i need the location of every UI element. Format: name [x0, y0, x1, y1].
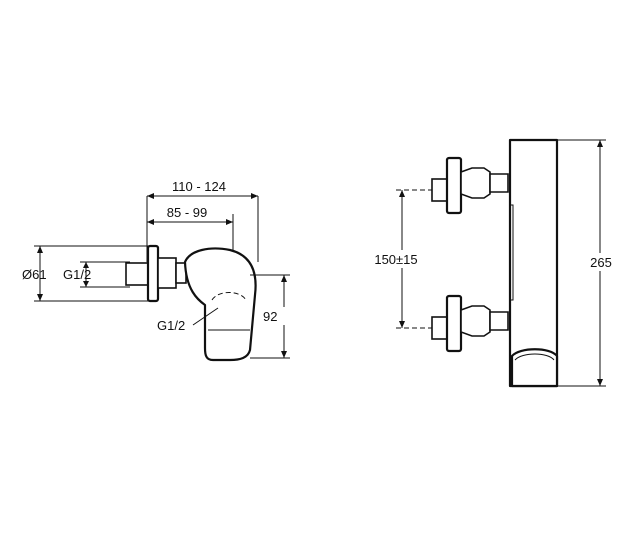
label-thread-outlet: G1/2 [157, 307, 219, 333]
dimension-110-124: 110 - 124 [146, 179, 259, 262]
dimension-label-thread-outlet: G1/2 [157, 318, 185, 333]
dimension-center-distance: 150±15 [368, 189, 432, 329]
dimension-label-110-124: 110 - 124 [172, 179, 226, 194]
thermostat-body [508, 138, 559, 388]
lower-inlet [431, 294, 509, 353]
dimension-label-85-99: 85 - 99 [167, 205, 207, 220]
dimension-label-diameter: Ø61 [22, 267, 47, 282]
dimension-label-center-distance: 150±15 [374, 252, 417, 267]
dimension-label-92: 92 [263, 309, 277, 324]
dimension-85-99: 85 - 99 [147, 205, 234, 252]
upper-inlet [431, 156, 509, 215]
dimension-height-92: 92 [250, 274, 290, 359]
dimension-label-thread-inlet: G1/2 [63, 267, 91, 282]
front-view: 150±15 [368, 138, 616, 388]
valve-side-body [125, 244, 257, 362]
dimension-label-total-height: 265 [590, 255, 612, 270]
dimension-diameter: Ø61 [22, 245, 150, 302]
side-view: 110 - 124 85 - 99 Ø61 G1/2 [22, 179, 290, 362]
dimension-total-height: 265 [557, 139, 616, 387]
dimension-thread-inlet: G1/2 [63, 261, 130, 288]
